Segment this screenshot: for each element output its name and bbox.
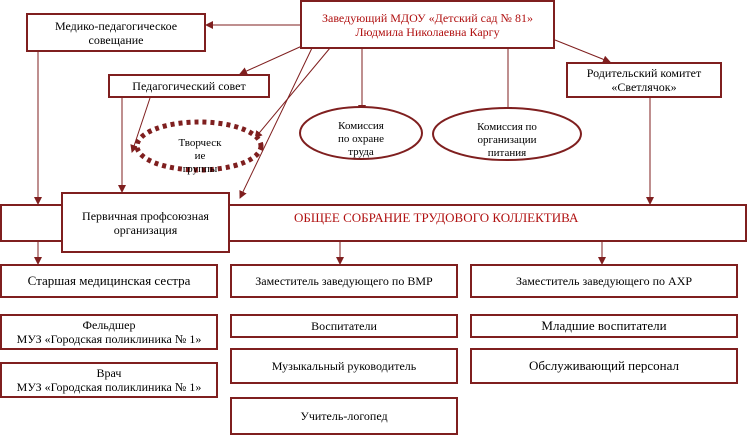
arrow-head-to-parents <box>554 39 611 64</box>
teachers-box: Воспитатели <box>230 314 458 338</box>
food-commission-label: Комиссия по организации питания <box>477 121 537 159</box>
parents-committee-box: Родительский комитет «Светлячок» <box>566 62 722 98</box>
food-commission-oval <box>432 107 582 161</box>
creative-group-label: Творческ ие группы <box>178 137 222 175</box>
arrow-head-to-pedcouncil <box>239 45 303 75</box>
ped-council-box: Педагогический совет <box>108 74 270 98</box>
paramedic-box: Фельдшер МУЗ «Городская поликлиника № 1» <box>0 314 218 350</box>
labor-commission-oval <box>299 106 423 160</box>
head-box: Заведующий МДОУ «Детский сад № 81» Людми… <box>300 0 555 49</box>
music-director-box: Музыкальный руководитель <box>230 348 458 384</box>
deputy-vmr-box: Заместитель заведующего по ВМР <box>230 264 458 298</box>
speech-therapist-box: Учитель-логопед <box>230 397 458 435</box>
junior-teachers-box: Младшие воспитатели <box>470 314 738 338</box>
trade-union-box: Первичная профсоюзная организация <box>61 192 230 253</box>
labor-commission-label: Комиссия по охране труда <box>337 120 384 158</box>
service-staff-box: Обслуживающий персонал <box>470 348 738 384</box>
doctor-box: Врач МУЗ «Городская поликлиника № 1» <box>0 362 218 398</box>
deputy-ahr-box: Заместитель заведующего по АХР <box>470 264 738 298</box>
arrow-head-to-union <box>239 47 313 199</box>
creative-group-oval <box>134 119 264 173</box>
senior-nurse-box: Старшая медицинская сестра <box>0 264 218 298</box>
arrow-head-to-creative <box>254 47 331 139</box>
med-ped-meeting-box: Медико-педагогическое совещание <box>26 13 206 52</box>
